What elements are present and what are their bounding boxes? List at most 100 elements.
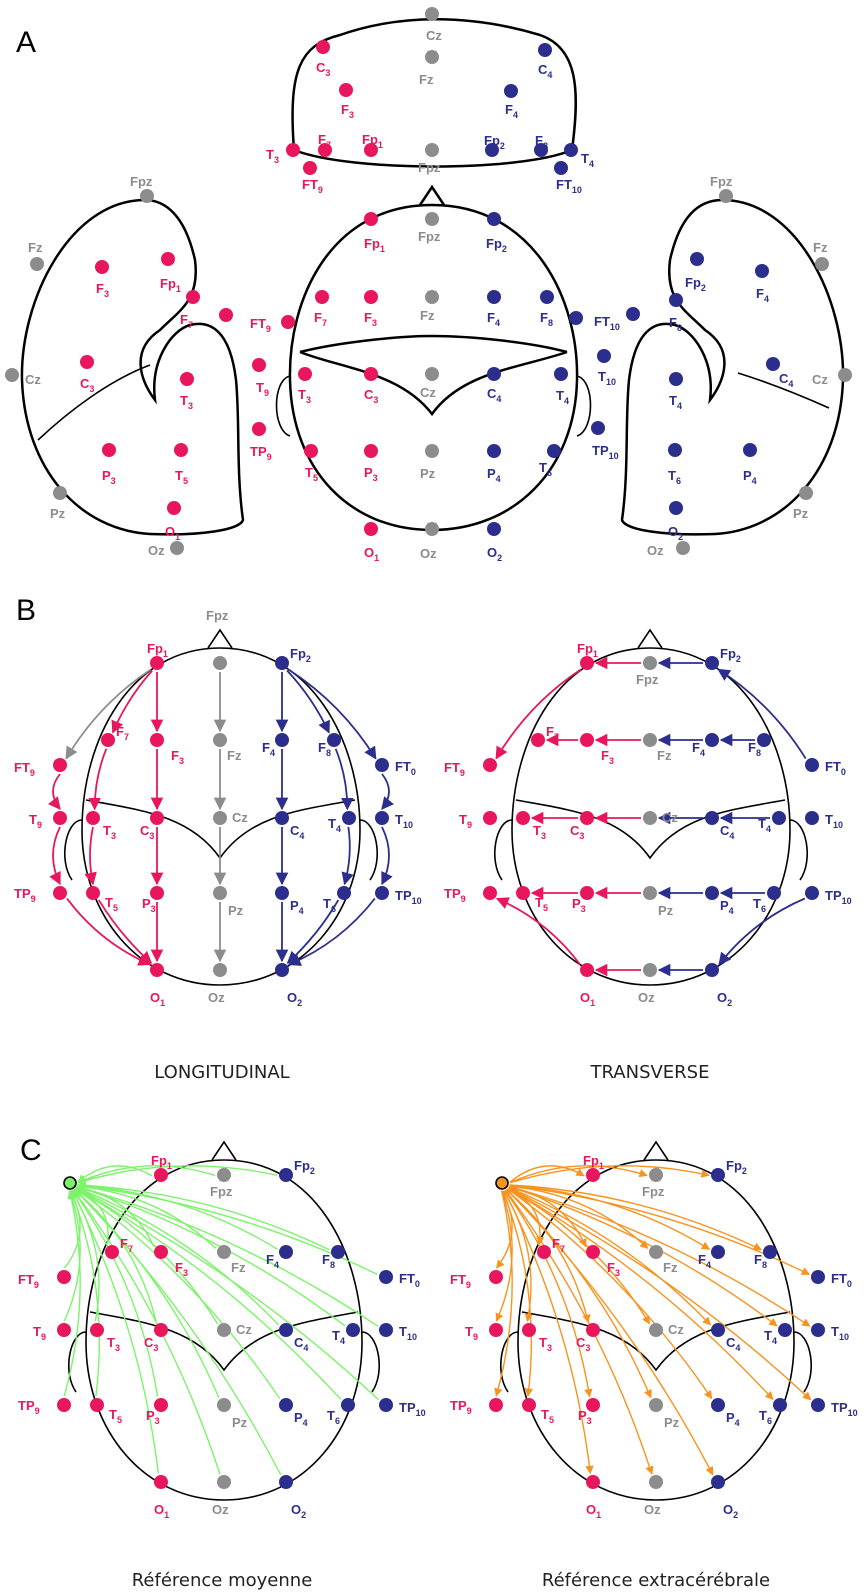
a-electrode-c4 — [487, 367, 501, 381]
a-label-ft10: FT10 — [556, 177, 582, 195]
c-avg-label-cz: Cz — [236, 1322, 252, 1337]
nose-b-left — [207, 628, 233, 649]
head-outline-c-right — [517, 1159, 795, 1501]
a-label-p4: P4 — [743, 468, 757, 486]
b-trans-label-f7: F7 — [546, 724, 559, 742]
c-extra-electrode-tp10 — [811, 1398, 825, 1412]
b-long-electrode-o1 — [150, 963, 164, 977]
c-extra-electrode-t5 — [522, 1398, 536, 1412]
b-long-link-ft0-t10 — [381, 773, 395, 810]
b-long-link-t3-t5 — [84, 826, 97, 886]
b-long-electrode-t5 — [86, 886, 100, 900]
c-avg-electrode-f7 — [105, 1245, 119, 1259]
a-electrode-o2 — [669, 501, 683, 515]
a-label-fp2: Fp2 — [486, 236, 507, 254]
a-label-c4: C4 — [538, 62, 552, 80]
b-long-label-c3: C3 — [140, 823, 154, 841]
a-electrode-fp2 — [487, 212, 501, 226]
b-trans-electrode-ft9 — [483, 758, 497, 772]
a-electrode-fpz — [719, 189, 733, 203]
panel-b-outlines — [64, 628, 808, 986]
a-electrode-t3 — [286, 143, 300, 157]
right-ear-c-left — [361, 1331, 380, 1393]
c-avg-electrode-c3 — [154, 1323, 168, 1337]
a-label-fz: Fz — [813, 240, 828, 255]
a-electrode-t4 — [564, 143, 578, 157]
c-avg-link-tp9 — [63, 1190, 81, 1397]
c-avg-label-o1: O1 — [154, 1502, 169, 1520]
a-label-f7: F7 — [314, 310, 327, 328]
c-avg-label-oz: Oz — [212, 1502, 229, 1517]
a-electrode-t6 — [547, 444, 561, 458]
caption-average-reference: Référence moyenne — [132, 1570, 313, 1591]
a-label-c4: C4 — [487, 386, 501, 404]
a-electrode-fz — [30, 257, 44, 271]
b-trans-electrode-p3 — [580, 886, 594, 900]
a-label-fpz: Fpz — [418, 160, 441, 175]
c-extra-label-tp10: TP10 — [831, 1400, 858, 1418]
c-avg-label-ft0: FT0 — [399, 1271, 420, 1289]
b-trans-label-ft9: FT9 — [444, 760, 465, 778]
a-electrode-ft9 — [303, 161, 317, 175]
c-avg-label-t4: T4 — [332, 1328, 345, 1346]
c-extra-electrode-pz — [649, 1398, 663, 1412]
c-avg-label-tp9: TP9 — [18, 1398, 40, 1416]
b-trans-electrode-fpz — [643, 656, 657, 670]
b-long-label-fp1: Fp1 — [147, 641, 168, 659]
a-electrode-f7 — [315, 290, 329, 304]
a-electrode-t5 — [174, 443, 188, 457]
c-extra-electrode-p3 — [586, 1398, 600, 1412]
a-electrode-ft9 — [281, 315, 295, 329]
b-long-label-f8: F8 — [318, 740, 331, 758]
a-label-f3: F3 — [96, 281, 109, 299]
b-long-label-f3: F3 — [171, 748, 184, 766]
b-trans-electrode-f3 — [580, 733, 594, 747]
b-long-electrode-f8 — [327, 733, 341, 747]
a-label-t10: T10 — [598, 369, 616, 387]
b-long-link-t5-o1 — [97, 899, 153, 964]
c-avg-label-c4: C4 — [294, 1335, 308, 1353]
b-long-link-ft9-t9 — [47, 773, 61, 810]
a-label-cz: Cz — [812, 372, 828, 387]
b-trans-link-fp1-ft9 — [495, 668, 582, 760]
a-electrode-p3 — [364, 444, 378, 458]
c-avg-label-t9: T9 — [33, 1324, 46, 1342]
c-avg-electrode-oz — [217, 1475, 231, 1489]
b-trans-label-c3: C3 — [570, 823, 584, 841]
b-trans-label-pz: Pz — [658, 903, 674, 918]
b-long-label-t9: T9 — [29, 812, 42, 830]
a-label-f3: F3 — [341, 102, 354, 120]
a-electrode-o2 — [487, 522, 501, 536]
c-extra-electrode-fz — [649, 1245, 663, 1259]
c-avg-electrode-ft0 — [379, 1270, 393, 1284]
a-label-t9: T9 — [256, 380, 269, 398]
b-trans-label-t5: T5 — [535, 895, 548, 913]
b-trans-electrode-t10 — [805, 811, 819, 825]
b-trans-link-ft0-fp2 — [717, 668, 807, 760]
panel-letter-b: B — [16, 594, 36, 627]
a-label-fp1: Fp1 — [362, 132, 383, 150]
c-extra-link-tp10 — [508, 1186, 812, 1401]
a-electrode-f4 — [504, 84, 518, 98]
a-electrode-f3 — [339, 83, 353, 97]
frontal-view-outline — [291, 18, 577, 168]
head-v-line-c-right — [521, 1311, 791, 1372]
b-long-label-f7: F7 — [116, 724, 129, 742]
b-trans-label-f8: F8 — [748, 740, 761, 758]
b-trans-electrode-ft0 — [805, 758, 819, 772]
b-trans-electrode-t4 — [772, 811, 786, 825]
c-avg-label-f4: F4 — [266, 1252, 279, 1270]
b-trans-electrode-p4 — [705, 886, 719, 900]
c-extra-electrode-ft0 — [811, 1270, 825, 1284]
a-electrode-fz — [815, 257, 829, 271]
a-label-oz: Oz — [420, 546, 437, 561]
a-electrode-oz — [170, 541, 184, 555]
b-long-electrode-t10 — [375, 811, 389, 825]
c-extra-link-o2 — [506, 1188, 714, 1476]
b-long-label-tp9: TP9 — [14, 886, 36, 904]
a-electrode-fz — [425, 290, 439, 304]
a-label-t4: T4 — [581, 151, 594, 169]
head-v-line-b-right — [515, 799, 786, 860]
